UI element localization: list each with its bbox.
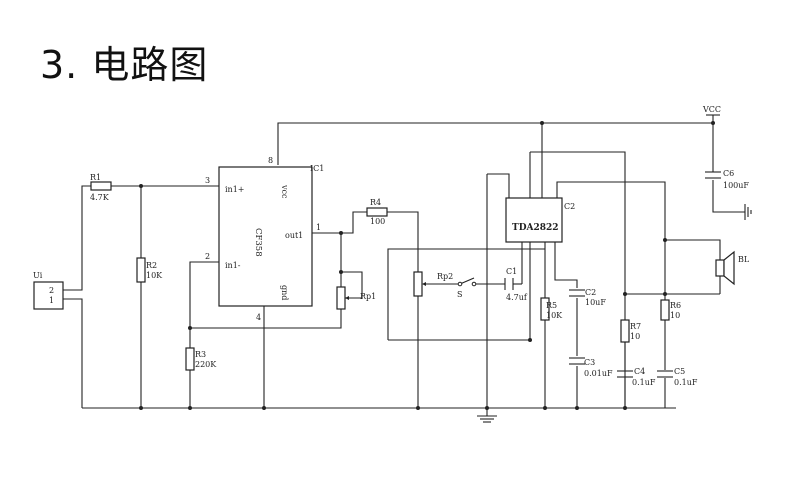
svg-text:100uF: 100uF <box>723 181 749 190</box>
svg-text:2: 2 <box>205 252 210 261</box>
svg-text:2: 2 <box>49 286 54 295</box>
svg-text:10: 10 <box>630 332 640 341</box>
svg-text:in1+: in1+ <box>225 185 245 194</box>
ground-symbol-vcc <box>744 204 752 220</box>
svg-text:4: 4 <box>256 313 261 322</box>
svg-text:S: S <box>457 290 462 299</box>
svg-text:R6: R6 <box>670 301 681 310</box>
svg-text:VCC: VCC <box>702 105 721 114</box>
svg-text:R7: R7 <box>630 322 641 331</box>
svg-text:100: 100 <box>370 217 385 226</box>
svg-text:10uF: 10uF <box>585 298 606 307</box>
resistor-r4: R4 100 <box>366 198 388 226</box>
svg-text:C1: C1 <box>506 267 517 276</box>
svg-text:R2: R2 <box>146 261 157 270</box>
capacitor-c2: C2 10uF <box>569 288 606 307</box>
wires <box>63 114 745 416</box>
svg-text:TDA2822: TDA2822 <box>512 223 559 233</box>
svg-text:10K: 10K <box>546 311 563 320</box>
svg-text:vcc: vcc <box>280 184 289 199</box>
svg-text:1: 1 <box>316 223 321 232</box>
capacitor-c4: C4 0.1uF <box>617 367 656 387</box>
svg-text:gnd: gnd <box>280 285 289 300</box>
svg-text:3: 3 <box>205 176 210 185</box>
svg-text:1: 1 <box>49 296 54 305</box>
svg-text:C6: C6 <box>723 169 734 178</box>
svg-text:Ui: Ui <box>33 271 43 280</box>
vcc-label: VCC <box>702 105 721 114</box>
svg-text:IC1: IC1 <box>310 164 324 173</box>
svg-text:R1: R1 <box>90 173 101 182</box>
resistor-r5: R5 10K <box>540 297 563 321</box>
capacitor-c1: C1 4.7uf <box>504 267 528 302</box>
ground-symbol <box>477 415 497 423</box>
ic1-op-amp: IC1 in1+ in1- out1 3 2 1 8 4 vcc gnd CF3… <box>205 156 324 322</box>
svg-text:Rp1: Rp1 <box>360 292 376 301</box>
svg-text:8: 8 <box>268 156 273 165</box>
potentiometer-rp2: Rp2 <box>413 271 453 297</box>
potentiometer-rp1: Rp1 <box>336 286 376 318</box>
svg-text:0.1uF: 0.1uF <box>674 378 698 387</box>
svg-text:C3: C3 <box>584 358 595 367</box>
svg-text:R4: R4 <box>370 198 381 207</box>
capacitor-c6: C6 100uF <box>705 169 749 190</box>
speaker-icon: BL <box>715 250 750 286</box>
svg-text:Rp2: Rp2 <box>437 272 453 281</box>
svg-text:C2: C2 <box>585 288 596 297</box>
resistor-r6: R6 10 <box>660 299 681 321</box>
svg-text:4.7K: 4.7K <box>90 193 110 202</box>
capacitor-c3: C3 0.01uF <box>569 357 613 378</box>
svg-text:R3: R3 <box>195 350 206 359</box>
svg-text:C2: C2 <box>564 202 575 211</box>
resistor-r7: R7 10 <box>620 319 641 343</box>
capacitor-c5: C5 0.1uF <box>657 367 698 387</box>
input-connector-ui: Ui 2 1 <box>33 271 64 310</box>
svg-text:C4: C4 <box>634 367 645 376</box>
svg-text:BL: BL <box>738 255 750 264</box>
svg-text:in1-: in1- <box>225 261 241 270</box>
svg-text:out1: out1 <box>285 231 303 240</box>
svg-text:CF358: CF358 <box>253 228 263 257</box>
svg-text:10: 10 <box>670 311 680 320</box>
junction-dots <box>139 121 715 410</box>
switch-s: S <box>457 281 477 299</box>
resistor-r2: R2 10K <box>136 257 163 283</box>
svg-text:C5: C5 <box>674 367 685 376</box>
svg-text:R5: R5 <box>546 301 557 310</box>
page-title: 3. 电路图 <box>40 43 209 87</box>
svg-text:0.1uF: 0.1uF <box>632 378 656 387</box>
resistor-r1: R1 4.7K <box>90 173 112 202</box>
ic2-amplifier: TDA2822 C2 <box>505 197 575 243</box>
resistor-r3: R3 220K <box>185 347 217 371</box>
svg-text:4.7uf: 4.7uf <box>506 293 528 302</box>
svg-text:0.01uF: 0.01uF <box>584 369 613 378</box>
svg-text:220K: 220K <box>195 360 217 369</box>
svg-text:10K: 10K <box>146 271 163 280</box>
